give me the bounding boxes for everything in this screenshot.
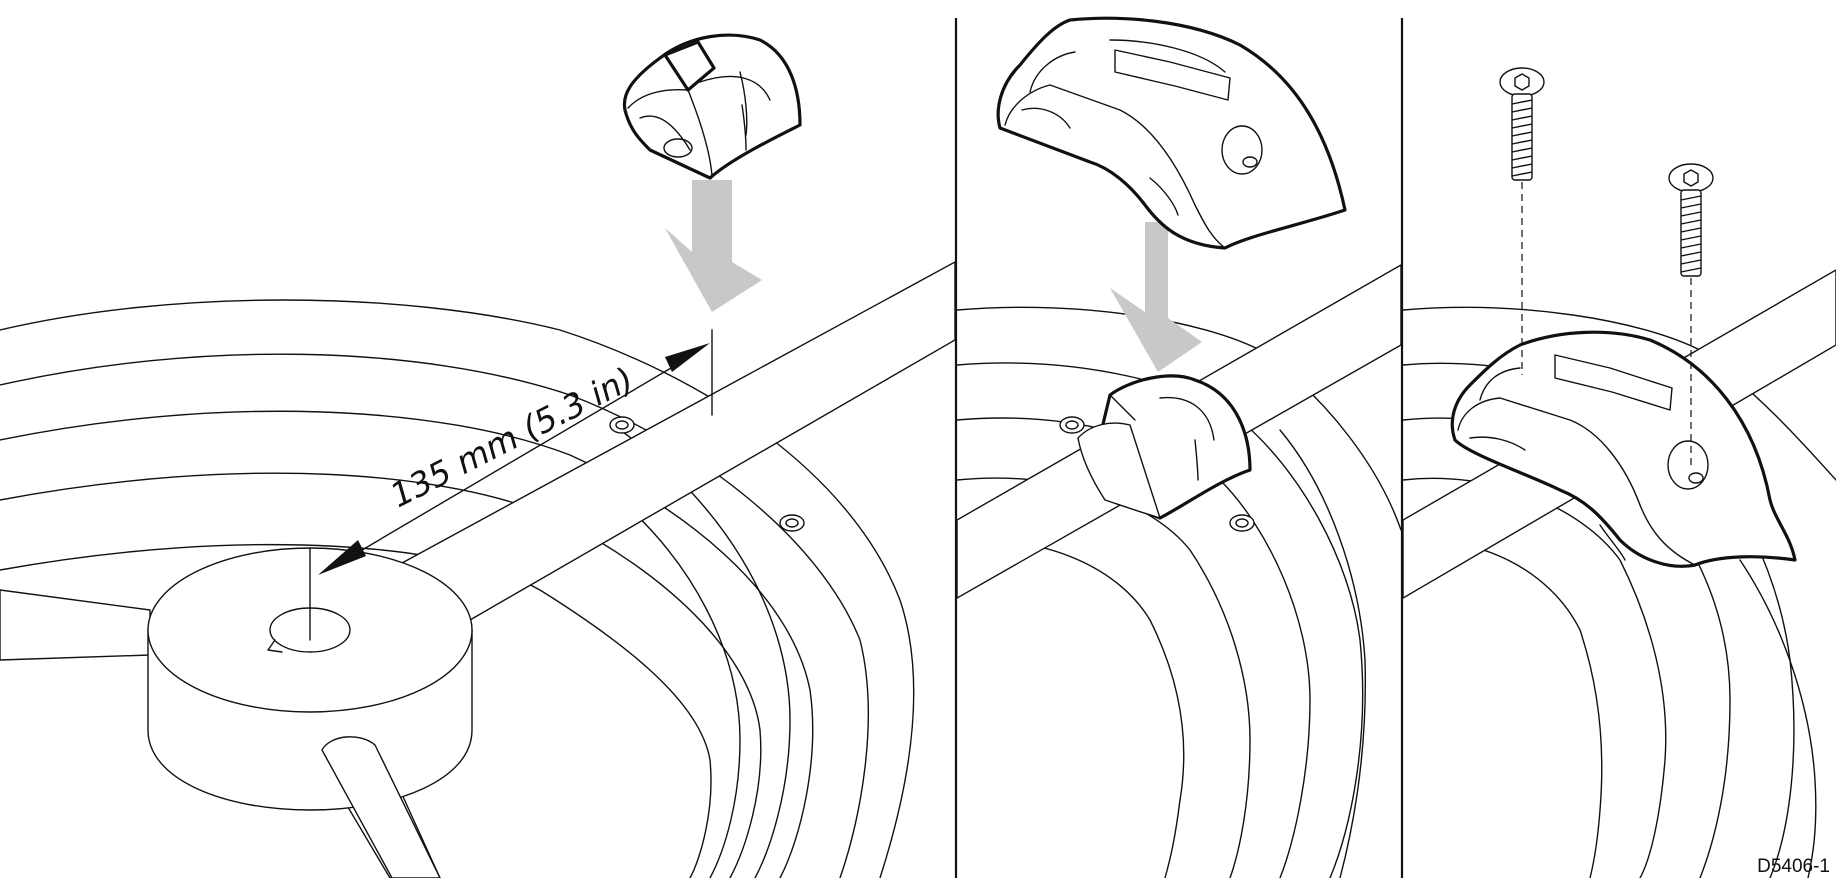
panel-2 xyxy=(957,16,1401,878)
clamp-insert xyxy=(622,33,802,180)
panel-3 xyxy=(1403,67,1836,878)
clamp-insert xyxy=(1077,374,1252,520)
mounting-hole xyxy=(609,416,635,434)
dimension-line xyxy=(309,329,713,641)
insert-down-arrow xyxy=(1110,222,1202,372)
clamp-cover xyxy=(996,16,1347,250)
panel-1: 135 mm (5.3 in) xyxy=(0,33,955,878)
insert-down-arrow xyxy=(665,180,762,312)
mounting-hole xyxy=(1229,514,1255,532)
mounting-hole xyxy=(1059,416,1085,434)
steering-spoke xyxy=(321,736,441,878)
mounting-hole xyxy=(779,514,805,532)
figure-reference-code: D5406-1 xyxy=(1757,856,1830,877)
clamp-assembled xyxy=(1450,330,1797,568)
screw xyxy=(1499,67,1545,181)
steering-spoke xyxy=(0,589,151,661)
screw xyxy=(1668,163,1714,277)
